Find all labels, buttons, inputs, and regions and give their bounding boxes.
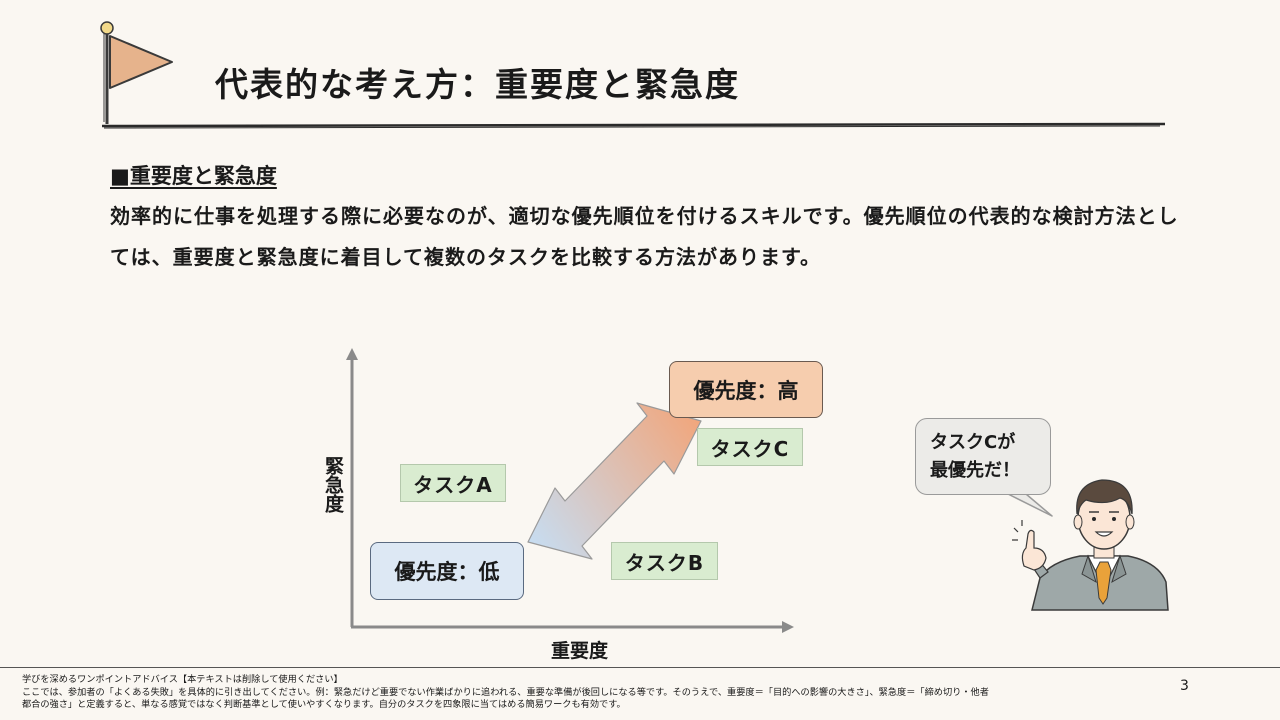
footer-line-3: 都合の強さ」と定義すると、単なる感覚ではなく判断基準として使いやすくなります。自… xyxy=(22,699,1172,712)
businessman-illustration xyxy=(1010,470,1175,615)
y-axis-arrowhead xyxy=(346,348,358,360)
y-axis-label: 緊急度 xyxy=(322,456,344,513)
footer-note: 学びを深めるワンポイントアドバイス【本テキストは削除して使用ください】 ここでは… xyxy=(22,674,1172,712)
priority-low-box: 優先度：低 xyxy=(370,542,524,600)
x-axis-label: 重要度 xyxy=(551,636,608,663)
footer-line-1: 学びを深めるワンポイントアドバイス【本テキストは削除して使用ください】 xyxy=(22,674,1172,687)
task-c-box: タスクC xyxy=(697,428,803,466)
footer-line-2: ここでは、参加者の「よくある失敗」を具体的に引き出してください。例：緊急だけど重… xyxy=(22,687,1172,700)
bubble-line-1: タスクCが xyxy=(930,429,1036,457)
task-b-box: タスクB xyxy=(611,542,718,580)
x-axis-arrowhead xyxy=(782,621,794,633)
double-arrow-icon xyxy=(528,403,701,559)
task-a-box: タスクA xyxy=(400,464,506,502)
priority-high-box: 優先度：高 xyxy=(669,361,823,418)
page-number: 3 xyxy=(1180,678,1189,694)
footer-divider xyxy=(0,667,1280,668)
